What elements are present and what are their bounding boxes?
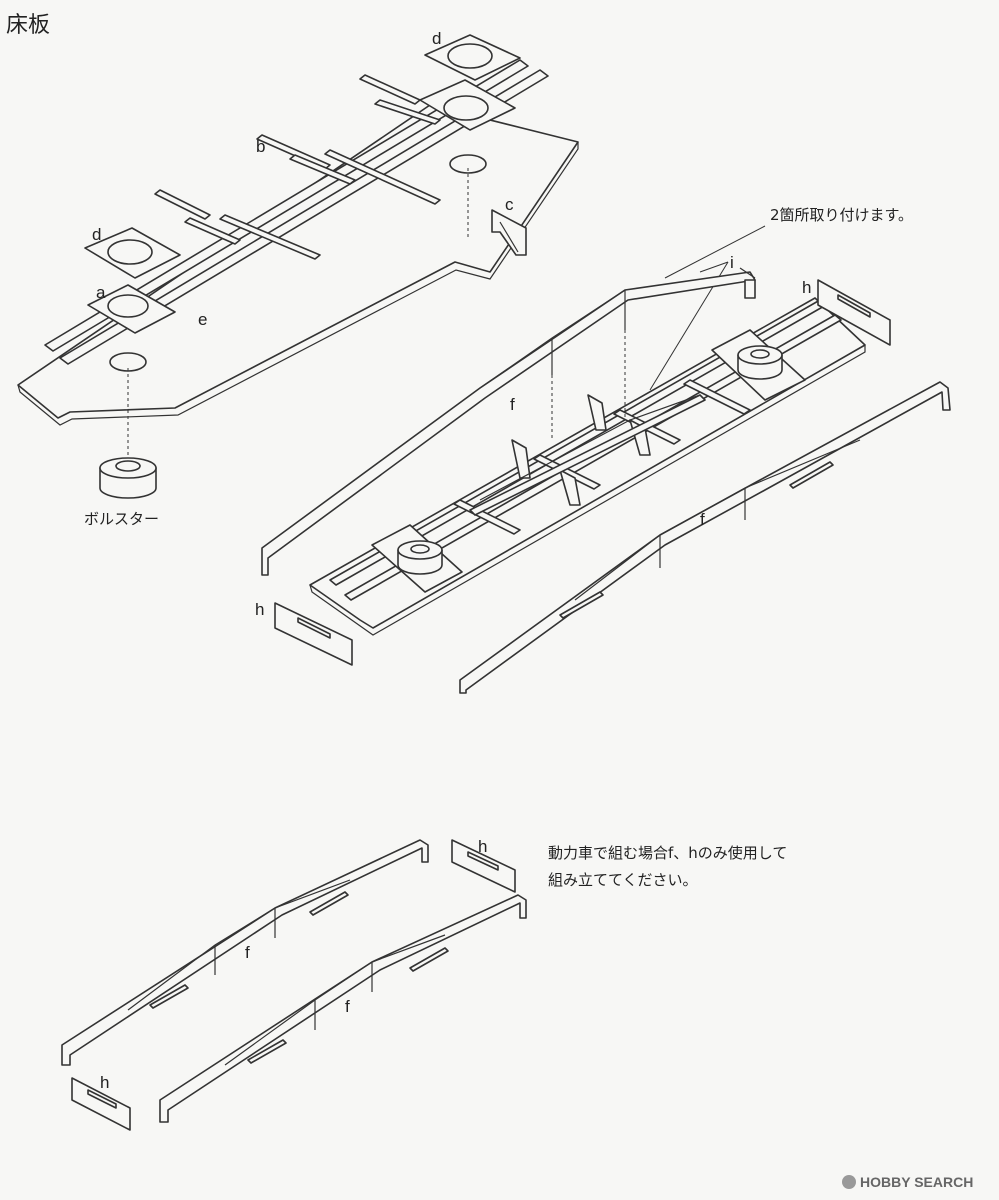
assembled-bolster-lower [371, 524, 463, 593]
bolster-hole-upper [449, 154, 487, 174]
label-i: i [730, 253, 734, 272]
end-beam-h-bottom [71, 1077, 131, 1131]
watermark-logo: HOBBY SEARCH [842, 1174, 973, 1190]
side-frame-f-back [261, 267, 756, 576]
end-beam-h-top [451, 839, 516, 893]
watermark-text: HOBBY SEARCH [860, 1174, 973, 1190]
note-two-places: 2箇所取り付けます。 [770, 206, 913, 224]
label-h-left: h [255, 600, 264, 619]
end-beam-h-right [817, 279, 891, 346]
label-h-top: h [478, 837, 487, 856]
page-title: 床板 [6, 13, 50, 38]
end-beam-h-left [274, 602, 353, 666]
bolster-part [99, 457, 157, 499]
label-f-upper: f [245, 943, 250, 962]
side-frame-f-upper [61, 839, 429, 1066]
truss-i [469, 394, 706, 516]
label-d-top: d [432, 29, 441, 48]
powered-car-group: 動力車で組む場合f、hのみ使用して 組み立ててください。 f f h [61, 837, 787, 1131]
underframe-assembly: 2箇所取り付けます。 i [255, 206, 951, 694]
label-f-back: f [510, 395, 515, 414]
label-f-front: f [700, 510, 705, 529]
note-powered-line2: 組み立ててください。 [548, 871, 698, 889]
pad-d-left [84, 227, 181, 279]
label-d-left: d [92, 225, 101, 244]
label-e: e [198, 310, 207, 329]
frame-b [44, 59, 549, 365]
note-powered-line1: 動力車で組む場合f、hのみ使用して [548, 844, 787, 862]
label-c: c [505, 195, 514, 214]
pad-d-mid [419, 79, 516, 131]
side-frame-f-front [459, 381, 951, 694]
label-h-right: h [802, 278, 811, 297]
pad-a [87, 284, 176, 334]
bolster-label: ボルスター [84, 510, 159, 528]
part-c [491, 209, 527, 256]
label-f-lower: f [345, 997, 350, 1016]
floor-plate-group: d b c d a e ボルスター [17, 29, 579, 528]
pad-d-top [424, 34, 521, 81]
label-b: b [256, 137, 265, 156]
assembled-bolster-upper [711, 329, 806, 401]
side-frame-f-lower [159, 894, 527, 1123]
label-h-bottom: h [100, 1073, 109, 1092]
label-a: a [96, 283, 106, 302]
